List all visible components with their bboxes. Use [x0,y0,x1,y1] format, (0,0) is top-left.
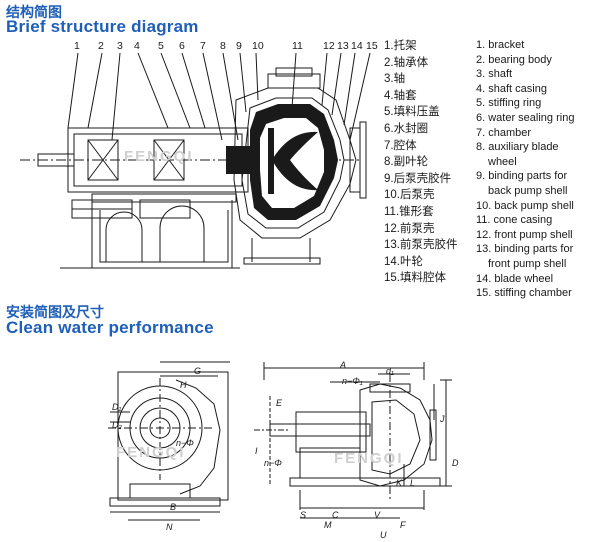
dim-label-k: K [396,478,403,488]
legend-cn-item: 9.后泵壳胶件 [384,172,452,185]
structure-title-cn: 结构简图 [6,4,62,20]
legend-cn-item: 15.填料腔体 [384,272,446,285]
dim-label-n: N [166,522,173,532]
legend-cn-item: 14.叶轮 [384,255,423,268]
part-number-10: 10 [252,40,264,52]
legend-cn-item: 1.托架 [384,40,417,52]
dim-label-d1: D₁ [112,402,122,412]
legend-cn: 1.托架 2.轴承体 3.轴 4.轴套 5.填料压盖 6.水封圈 7.腔体 8.… [384,38,458,287]
dim-label-s: S [300,510,307,520]
legend-cn-item: 11.锥形套 [384,205,434,218]
legend-en-item: 14. blade wheel [476,272,554,285]
legend-en: 1. bracket 2. bearing body 3. shaft 4. s… [476,38,574,301]
legend-cn-item: 3.轴 [384,73,406,86]
part-number-14: 14 [351,40,363,52]
dim-label-g: G [194,366,202,376]
dim-label-c: C [332,510,339,520]
legend-cn-item: 8.副叶轮 [384,156,429,169]
legend-en-item: back pump shell [488,184,568,197]
legend-cn-item: 2.轴承体 [384,56,429,69]
dim-label-u: U [380,530,387,540]
legend-en-item: 15. stiffing chamber [476,287,572,300]
legend-cn-item: 10.后泵壳 [384,189,435,202]
dim-label-n-phi: n−Φ [176,438,194,448]
watermark-top: FENGQI [124,148,194,165]
dim-label-l: L [410,478,416,488]
legend-en-item: 6. water sealing ring [476,111,575,124]
part-number-13: 13 [337,40,349,52]
legend-en-item: 5. stiffing ring [476,97,542,110]
watermark-bottom-left: FENGQI [116,444,186,461]
part-number-4: 4 [134,40,140,52]
legend-cn-item: 7.腔体 [384,139,417,152]
dim-label-n-phi1: n−Φ₁ [342,376,363,386]
part-number-6: 6 [179,40,185,52]
structure-title-en: Brief structure diagram [6,17,199,36]
part-number-9: 9 [236,40,242,52]
dim-label-e: E [276,398,283,408]
dim-label-a: A [340,360,347,370]
legend-en-item: 1. bracket [476,39,525,51]
dim-label-d: D [452,458,459,468]
legend-en-item: 9. binding parts for [476,170,568,183]
legend-en-item: wheel [488,155,517,168]
part-number-15: 15 [366,40,378,52]
watermark-bottom-right: FENGQI [334,450,404,467]
legend-cn-item: 12.前泵壳 [384,222,435,235]
legend-en-item: 12. front pump shell [476,228,573,241]
dim-label-b: B [170,502,177,512]
part-number-2: 2 [98,40,104,52]
legend-cn-item: 4.轴套 [384,89,417,102]
install-title-en: Clean water performance [6,318,214,337]
legend-en-item: 10. back pump shell [476,199,574,212]
dim-label-i: I [255,446,258,456]
dim-label-n-phi-lower: n−Φ [264,458,282,468]
part-number-1: 1 [74,40,80,52]
legend-en-item: front pump shell [488,257,567,270]
part-number-5: 5 [158,40,164,52]
part-number-11: 11 [292,40,303,52]
dim-label-d2: D₂ [112,420,122,430]
dim-label-h: H [180,380,187,390]
legend-en-item: 2. bearing body [476,53,552,66]
install-title-cn: 安装简图及尺寸 [6,304,104,320]
dim-label-m: M [324,520,332,530]
part-number-8: 8 [220,40,226,52]
part-number-12: 12 [323,40,335,52]
dim-label-j: J [440,414,445,424]
legend-cn-item: 13.前泵壳胶件 [384,239,458,252]
legend-cn-item: 5.填料压盖 [384,106,440,119]
legend-en-item: 4. shaft casing [476,82,547,95]
part-number-7: 7 [200,40,206,52]
legend-en-item: 13. binding parts for [476,243,574,256]
dim-label-f: F [400,520,406,530]
legend-en-item: 11. cone casing [476,214,553,227]
legend-en-item: 3. shaft [476,68,513,81]
legend-en-item: 8. auxiliary blade [476,141,559,154]
part-number-3: 3 [117,40,123,52]
legend-en-item: 7. chamber [476,126,532,139]
dim-label-v: V [374,510,381,520]
dim-label-d1-lower: d₁ [386,366,394,376]
legend-cn-item: 6.水封圈 [384,122,429,135]
